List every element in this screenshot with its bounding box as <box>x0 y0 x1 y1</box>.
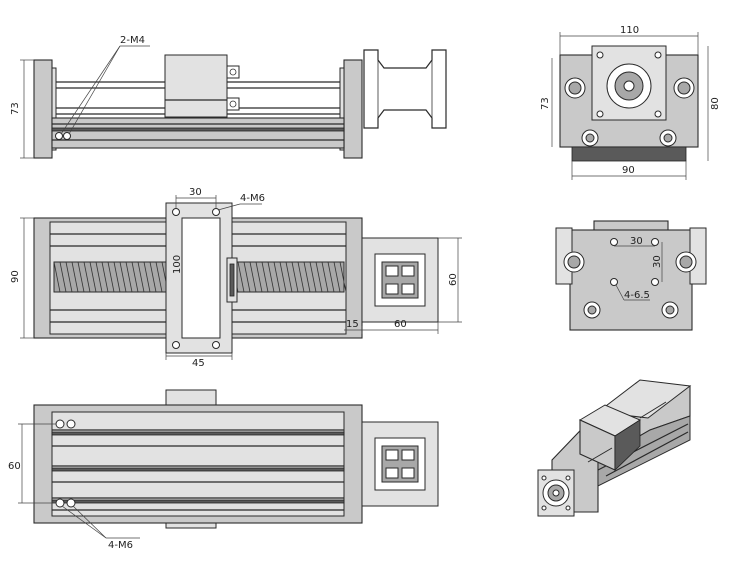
dim-90: 90 <box>10 270 21 283</box>
m6-hole <box>66 498 76 508</box>
iso-springs <box>587 401 667 463</box>
m6-hole <box>212 208 220 216</box>
m4-hole <box>63 132 71 140</box>
dim-110: 110 <box>620 25 639 36</box>
dim-100: 100 <box>172 255 183 274</box>
m6-hole <box>212 341 220 349</box>
dim-45: 45 <box>192 358 205 369</box>
bottom-view: 60 4-M6 <box>8 389 439 551</box>
dim-60-bottom: 60 <box>394 319 407 330</box>
carriage-block <box>164 54 228 118</box>
m6-hole <box>55 419 65 429</box>
isometric-view <box>537 379 692 517</box>
dim-80: 80 <box>710 97 721 110</box>
dim-73: 73 <box>10 102 21 115</box>
carriage-view: 30 30 4-6.5 <box>555 220 707 331</box>
m6-hole <box>172 208 180 216</box>
m6-hole <box>172 341 180 349</box>
hole-note-2m4: 2-M4 <box>120 35 145 46</box>
front-view: 30 4-M6 90 100 45 60 15 60 <box>10 187 462 369</box>
hole-note-4-6-5: 4-6.5 <box>624 290 650 301</box>
motor-flange <box>363 49 447 129</box>
dim-90-end: 90 <box>622 165 635 176</box>
dim-30-top: 30 <box>189 187 202 198</box>
dim-30-carriage-v: 30 <box>652 255 663 268</box>
m6-hole <box>66 419 76 429</box>
dim-60-right: 60 <box>448 273 459 286</box>
hole-note-4m6-bottom: 4-M6 <box>108 540 133 551</box>
dim-15: 15 <box>346 319 359 330</box>
m6-hole <box>55 498 65 508</box>
dim-60-bottom-view: 60 <box>8 461 21 472</box>
dim-30-carriage-h: 30 <box>630 236 643 247</box>
left-end-plate <box>33 59 53 159</box>
hole-note-4m6: 4-M6 <box>240 193 265 204</box>
end-view: 110 73 80 90 <box>540 25 721 180</box>
side-view-top: 2-M4 73 <box>10 35 447 159</box>
m4-hole <box>55 132 63 140</box>
dim-73-end: 73 <box>540 97 551 110</box>
base-profile <box>51 117 345 149</box>
right-end-plate <box>343 59 363 159</box>
